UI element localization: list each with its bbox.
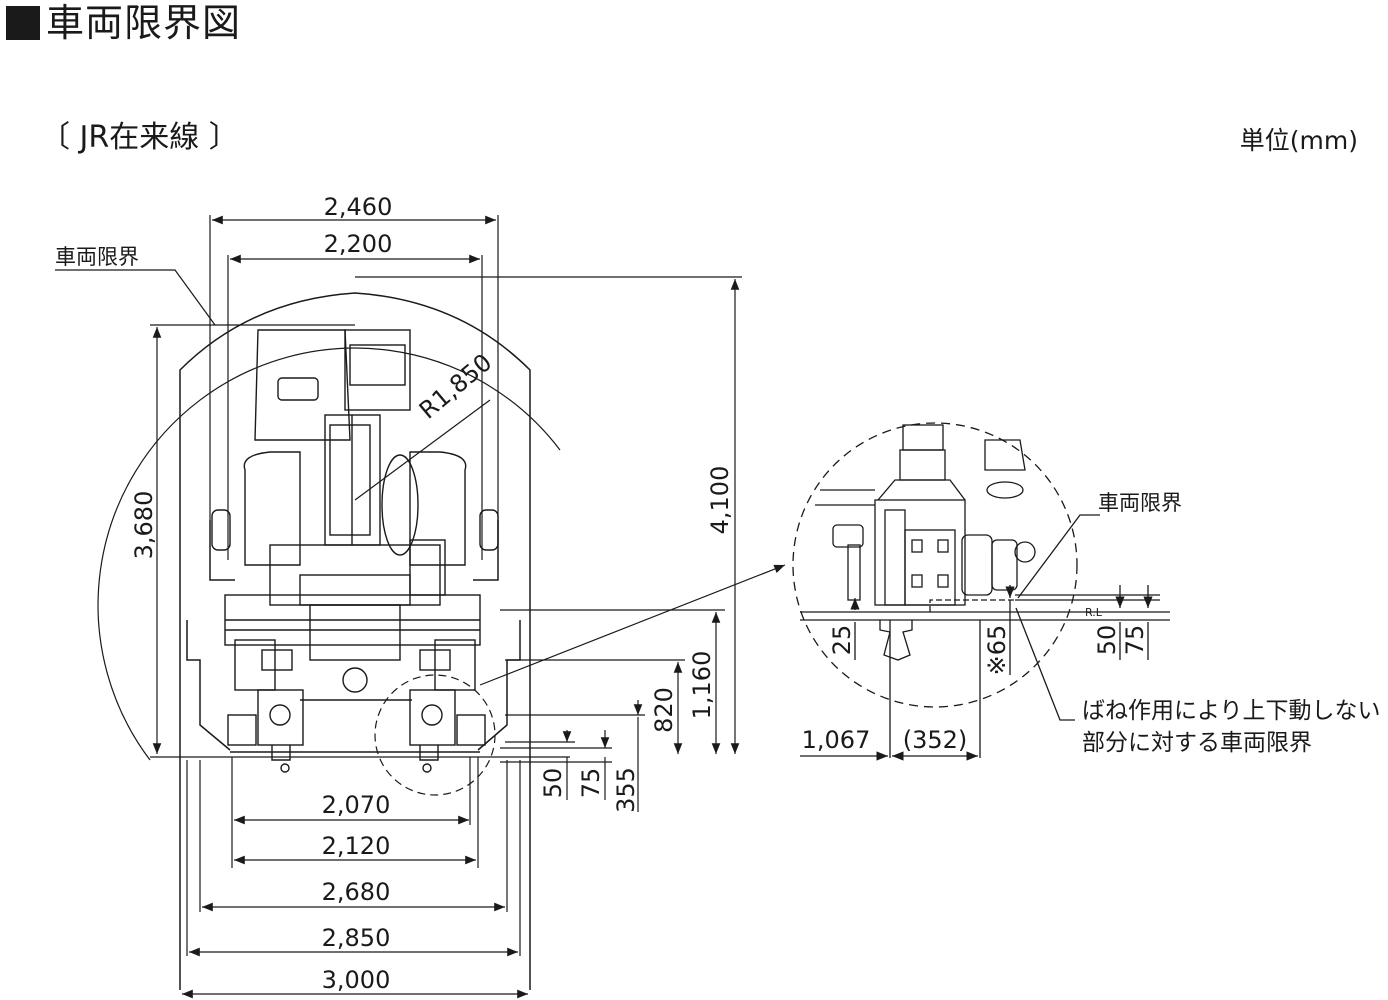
dim-2850: 2,850 bbox=[322, 924, 391, 952]
radius-label: R1,850 bbox=[414, 348, 497, 424]
dim-detail-65: ※65 bbox=[983, 625, 1011, 676]
dim-1160: 1,160 bbox=[688, 651, 716, 720]
gauge-label-left: 車両限界 bbox=[55, 245, 139, 269]
detail-view bbox=[792, 422, 1170, 761]
vehicle-gauge-outline bbox=[179, 292, 531, 990]
rl-label: R.L bbox=[1085, 606, 1103, 619]
dim-detail-25: 25 bbox=[828, 625, 856, 656]
dim-4100: 4,100 bbox=[706, 466, 734, 535]
dim-2200: 2,200 bbox=[324, 230, 393, 258]
dim-2070: 2,070 bbox=[322, 791, 391, 819]
dim-3000: 3,000 bbox=[322, 966, 391, 994]
dim-detail-1067: 1,067 bbox=[802, 726, 871, 754]
dim-2680: 2,680 bbox=[322, 878, 391, 906]
dim-3680: 3,680 bbox=[130, 491, 158, 560]
dim-75: 75 bbox=[577, 768, 605, 799]
dim-lines-bottom bbox=[182, 757, 528, 999]
detail-callout-leader bbox=[479, 564, 786, 686]
machine-body bbox=[211, 329, 499, 773]
dim-2460: 2,460 bbox=[324, 193, 393, 221]
dim-2120: 2,120 bbox=[322, 832, 391, 860]
radius-leader bbox=[354, 399, 491, 501]
gauge-label-detail: 車両限界 bbox=[1098, 491, 1182, 515]
subtitle: 〔 JR在来線 〕 bbox=[40, 120, 239, 155]
radius-arc bbox=[97, 347, 561, 761]
detail-callout-circle bbox=[374, 674, 496, 796]
page-title: 車両限界図 bbox=[6, 0, 241, 46]
note-line-2: 部分に対する車両限界 bbox=[1082, 730, 1312, 756]
dim-detail-50: 50 bbox=[1093, 625, 1121, 656]
unit-label: 単位(mm) bbox=[1239, 126, 1358, 155]
dim-detail-352: (352) bbox=[903, 726, 968, 754]
dim-355: 355 bbox=[612, 767, 640, 813]
dim-lines-right bbox=[355, 276, 742, 812]
title-square-icon bbox=[6, 6, 40, 40]
dim-lines-left bbox=[150, 324, 570, 758]
dim-detail-75: 75 bbox=[1121, 625, 1149, 656]
dim-lines-top bbox=[55, 215, 499, 560]
page-title-text: 車両限界図 bbox=[46, 1, 242, 45]
dim-820: 820 bbox=[650, 687, 678, 733]
dim-50: 50 bbox=[539, 768, 567, 799]
note-line-1: ばね作用により上下動しない bbox=[1082, 698, 1381, 724]
